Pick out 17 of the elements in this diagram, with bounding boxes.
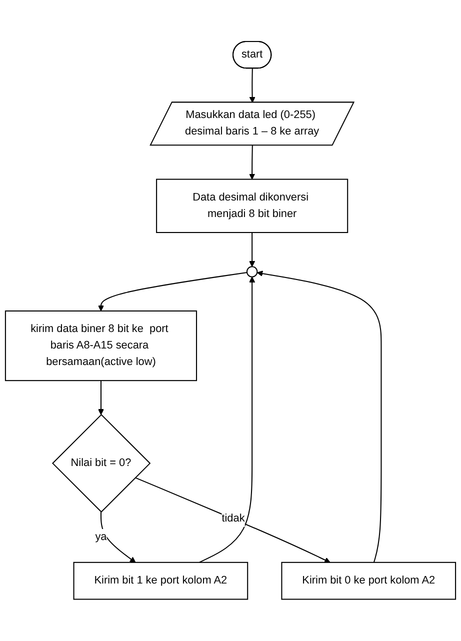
arrow [98,272,248,312]
arrow [256,270,382,563]
arrow [199,276,256,564]
edge-label: tidak [222,512,245,524]
node-circle [246,266,258,278]
arrow [249,68,256,103]
arrow [135,477,330,563]
arrow [100,512,136,563]
node-box: Kirim bit 1 ke port kolom A2 [73,562,248,600]
edge-label: ya [95,531,107,543]
arrow [98,380,104,416]
node-box: Kirim bit 0 ke port kolom A2 [281,562,456,600]
node-box: Data desimal dikonversi menjadi 8 bit biner [156,178,348,234]
arrow [249,232,256,268]
node-box: kirim data biner 8 bit ke port baris A8-A15 secara bersamaan(active low) [4,310,198,382]
node-diamond: Nilai bit = 0? [52,414,151,513]
arrow [249,146,256,180]
